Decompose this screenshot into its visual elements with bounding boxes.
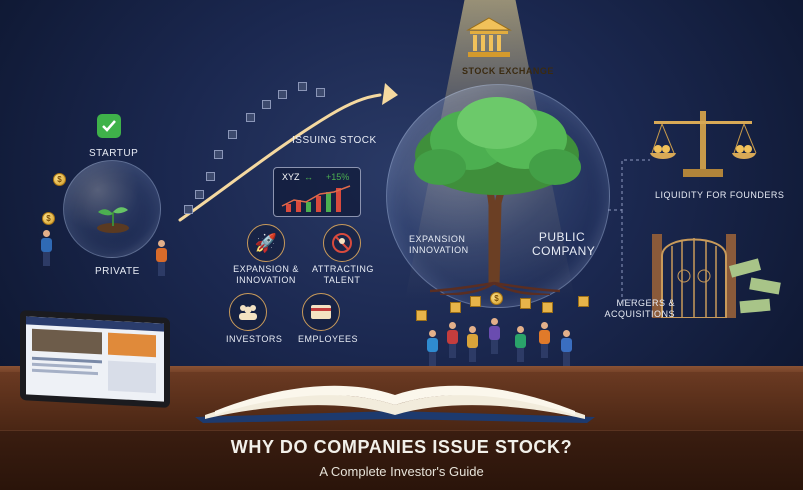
tree-icon bbox=[414, 97, 581, 295]
person-figure bbox=[426, 330, 438, 366]
page-subtitle: A Complete Investor's Guide bbox=[319, 464, 484, 479]
public-company-label: PUBLIC COMPANY bbox=[532, 230, 596, 258]
stock-box-icon bbox=[470, 296, 481, 307]
expansion-innovation-left-label: EXPANSION & INNOVATION bbox=[233, 264, 299, 285]
person-figure bbox=[40, 230, 52, 266]
arrow-right-icon: ↔ bbox=[304, 172, 313, 182]
mergers-acquisitions-label: MERGERS & ACQUISITIONS bbox=[604, 298, 675, 319]
issuing-stock-arrow bbox=[178, 83, 398, 222]
screen-image bbox=[32, 328, 102, 355]
people-icon bbox=[229, 293, 267, 331]
person-figure bbox=[538, 322, 550, 358]
ticker-change: +15% bbox=[326, 172, 350, 182]
screen-panel bbox=[108, 360, 156, 394]
credit-card-icon bbox=[302, 293, 340, 331]
connector-lines bbox=[608, 159, 650, 301]
data-square bbox=[206, 172, 215, 181]
person-figure bbox=[488, 318, 500, 354]
stock-ticker-card: XYZ ↔ +15% bbox=[273, 167, 361, 217]
tablet-screen bbox=[26, 316, 164, 402]
stock-box-icon bbox=[578, 296, 589, 307]
stock-exchange-label: STOCK EXCHANGE bbox=[462, 66, 554, 76]
footer-banner bbox=[0, 430, 803, 490]
person-figure bbox=[155, 240, 167, 276]
data-square bbox=[246, 113, 255, 122]
person-figure bbox=[466, 326, 478, 362]
data-square bbox=[278, 90, 287, 99]
stock-box-icon bbox=[542, 302, 553, 313]
screen-banner bbox=[108, 332, 156, 358]
open-book bbox=[195, 385, 595, 423]
data-square bbox=[184, 205, 193, 214]
liquidity-for-founders-label: LIQUIDITY FOR FOUNDERS bbox=[655, 190, 785, 200]
tablet-device bbox=[20, 310, 170, 408]
coin-icon: $ bbox=[490, 292, 503, 305]
data-square bbox=[262, 100, 271, 109]
ticker-symbol: XYZ bbox=[282, 172, 300, 182]
stock-box-icon bbox=[520, 298, 531, 309]
rocket-icon: 🚀 bbox=[247, 224, 285, 262]
coin-icon: $ bbox=[53, 173, 66, 186]
expansion-innovation-center-label: EXPANSION INNOVATION bbox=[409, 234, 469, 255]
page-title: WHY DO COMPANIES ISSUE STOCK? bbox=[230, 437, 573, 457]
attracting-talent-label: ATTRACTING TALENT bbox=[312, 264, 374, 285]
money-bill-icon bbox=[739, 298, 771, 314]
data-square bbox=[214, 150, 223, 159]
data-square bbox=[298, 82, 307, 91]
scales-icon bbox=[648, 105, 758, 181]
money-bill-icon bbox=[749, 277, 781, 295]
text-line bbox=[32, 362, 92, 369]
private-bubble bbox=[63, 160, 161, 258]
mini-bar-chart bbox=[281, 185, 351, 212]
person-figure bbox=[446, 322, 458, 358]
startup-label: STARTUP bbox=[89, 148, 139, 159]
private-label: PRIVATE bbox=[95, 266, 140, 277]
sprout-icon bbox=[94, 196, 132, 234]
bank-icon bbox=[466, 16, 512, 60]
issuing-stock-label: ISSUING STOCK bbox=[292, 135, 377, 146]
coin-icon: $ bbox=[42, 212, 55, 225]
checkmark-icon bbox=[97, 114, 121, 138]
person-figure bbox=[560, 330, 572, 366]
stock-box-icon bbox=[450, 302, 461, 313]
person-figure bbox=[514, 326, 526, 362]
stock-box-icon bbox=[416, 310, 427, 321]
data-square bbox=[195, 190, 204, 199]
employees-label: EMPLOYEES bbox=[298, 334, 359, 344]
data-square bbox=[316, 88, 325, 97]
no-people-icon bbox=[323, 224, 361, 262]
text-line bbox=[32, 368, 98, 376]
desk-edge bbox=[0, 366, 803, 376]
investors-label: INVESTORS bbox=[226, 334, 283, 344]
data-square bbox=[228, 130, 237, 139]
